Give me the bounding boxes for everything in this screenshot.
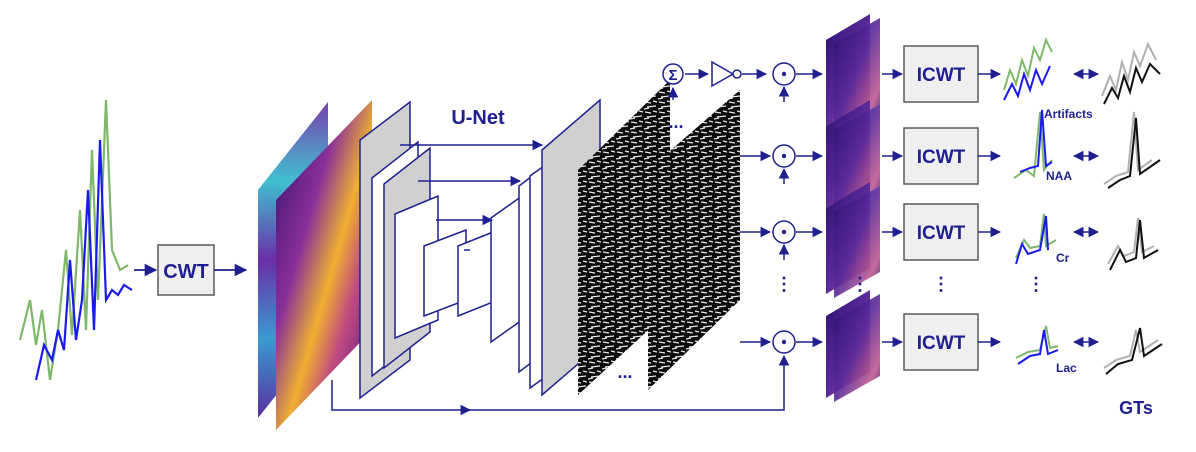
output-ellipsis: ⋮	[1027, 274, 1045, 294]
output-label-artifacts: Artifacts	[1044, 107, 1093, 121]
inverter-icon	[711, 60, 742, 88]
mask-ellipsis-top: ...	[668, 112, 683, 132]
sum-node: Σ	[662, 63, 684, 100]
sum-icon: Σ	[668, 67, 677, 84]
multiply-nodes: ⋮	[331, 62, 796, 416]
unet-label: U-Net	[451, 107, 505, 129]
output-label-naa: NAA	[1046, 169, 1072, 183]
icwt-boxes: ICWT ICWT ICWT ICWT ⋮	[882, 45, 1002, 371]
input-signal-plot	[18, 99, 133, 381]
output-signals: Artifacts NAA Cr ⋮ Lac	[1003, 37, 1093, 375]
mask-stack: ... ...	[578, 80, 740, 395]
masked-scalograms: ⋮	[826, 14, 880, 402]
output-label-cr: Cr	[1056, 251, 1070, 265]
cwt-label: CWT	[163, 261, 209, 283]
unet-block: U-Net	[359, 98, 601, 400]
gts-label: GTs	[1119, 398, 1153, 418]
output-label-lac: Lac	[1056, 361, 1077, 375]
icwt-label-4: ICWT	[917, 333, 966, 354]
icwt-box-naa	[903, 127, 979, 185]
multiply-ellipsis: ⋮	[775, 274, 793, 294]
mask-ellipsis-bottom: ...	[617, 362, 632, 382]
input-scalogram-stack	[258, 100, 372, 430]
icwt-label-2: ICWT	[917, 147, 966, 168]
icwt-label-3: ICWT	[917, 223, 966, 244]
ground-truth-signals: GTs	[1101, 41, 1163, 418]
cwt-box: CWT	[157, 244, 215, 296]
icwt-label-1: ICWT	[917, 65, 966, 86]
icwt-ellipsis: ⋮	[932, 274, 950, 294]
scalogram-ellipsis: ⋮	[851, 274, 869, 294]
icwt-box-cr	[903, 203, 979, 261]
